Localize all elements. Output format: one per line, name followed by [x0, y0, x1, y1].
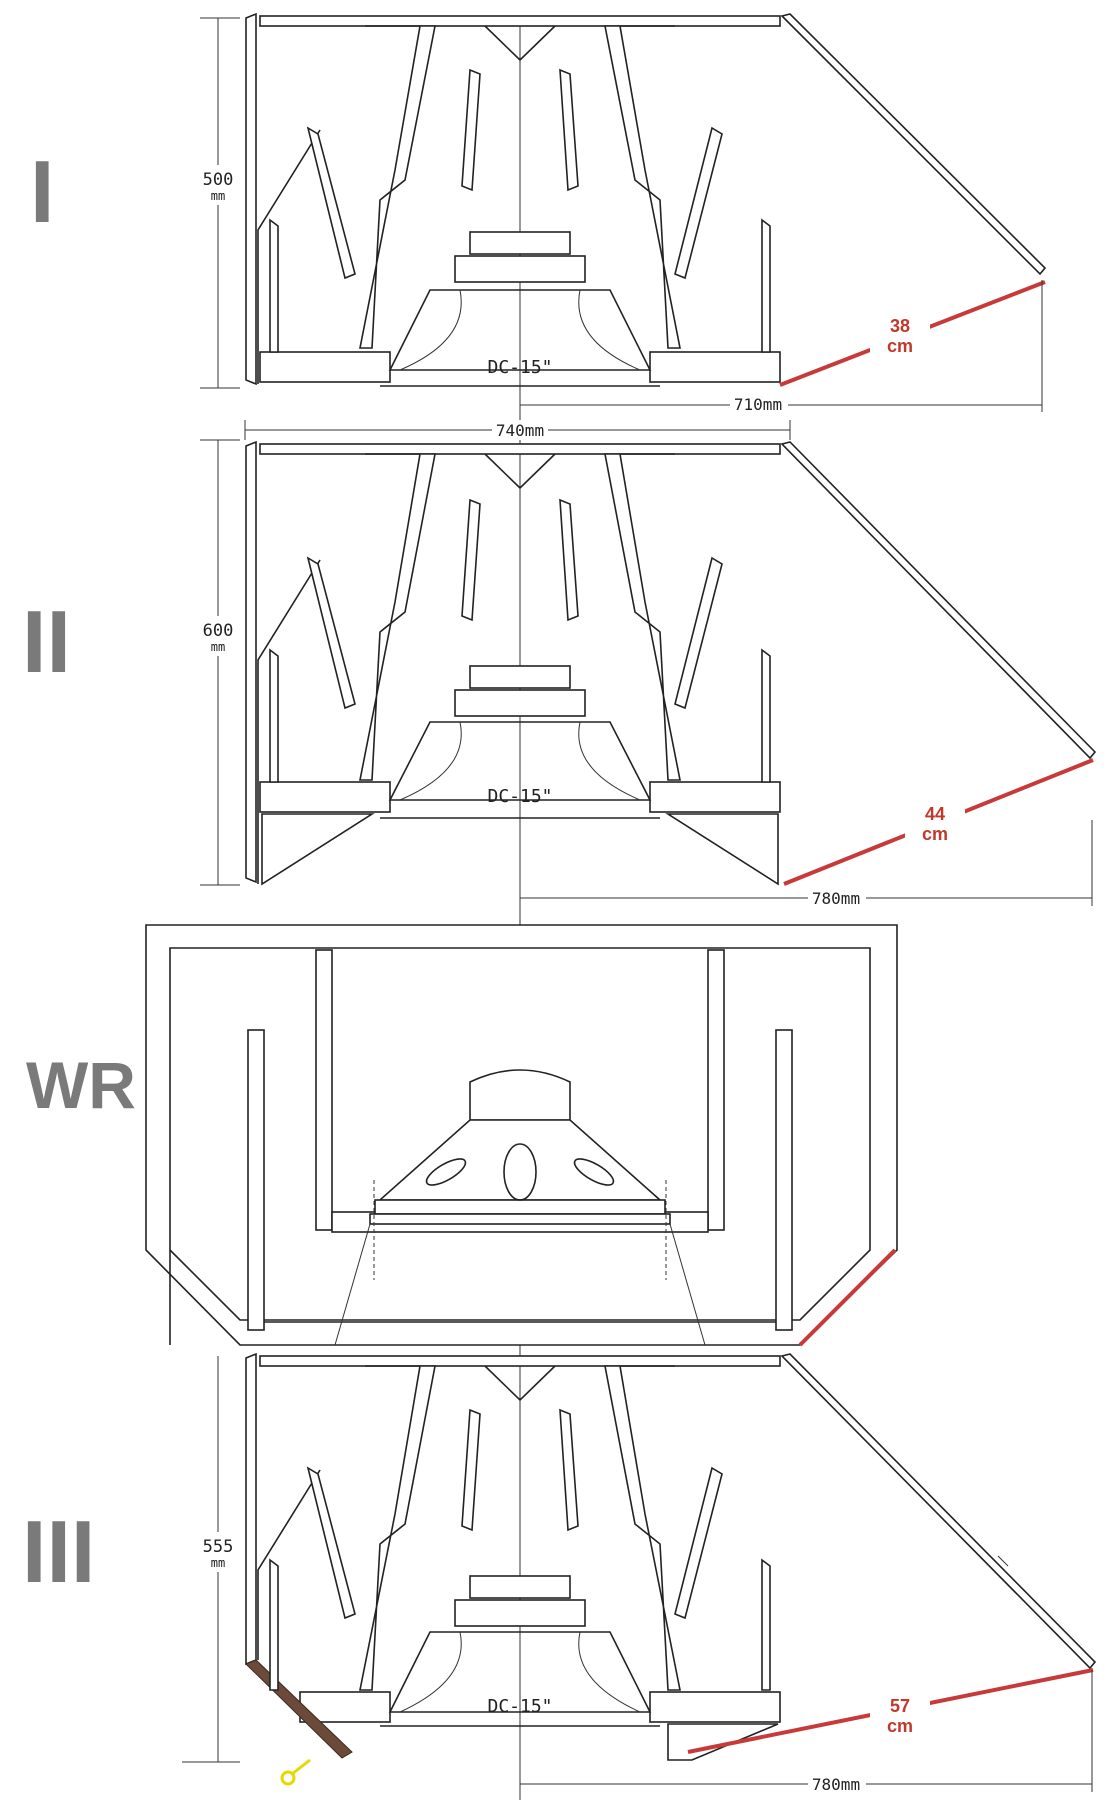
right-block [649, 781, 781, 813]
mouth-panel [780, 1353, 1097, 1670]
left-block [259, 781, 391, 813]
numeral-ii: II [22, 592, 71, 691]
driver-icon [380, 1575, 660, 1727]
mouth-panel [780, 441, 1097, 760]
driver-icon [380, 665, 660, 819]
left-wall [245, 1352, 257, 1666]
section-iii: III 555 mm DC-15" 5 [22, 1352, 1097, 1794]
driver-icon [380, 231, 660, 387]
diagonal-value: 38 [890, 316, 910, 336]
diagonal-line [798, 1248, 897, 1347]
left-block [259, 351, 391, 383]
width-value: 740mm [496, 421, 544, 440]
section-wr: WR [26, 924, 898, 1347]
height-value: 500 [203, 170, 234, 190]
depth-value: 780mm [812, 1775, 860, 1794]
diagonal-value: 44 [925, 804, 945, 824]
height-unit: mm [211, 1556, 225, 1570]
driver-label: DC-15" [487, 357, 552, 378]
numeral-wr: WR [26, 1048, 136, 1122]
diagonal-unit: cm [887, 336, 913, 356]
height-unit: mm [211, 189, 225, 203]
driver-label: DC-15" [487, 1696, 552, 1717]
diagonal-unit: cm [887, 1716, 913, 1736]
section-ii: II 600 mm DC-15" 44 [22, 439, 1097, 908]
height-value: 555 [203, 1537, 234, 1557]
numeral-i: I [30, 142, 54, 241]
key-icon [280, 1758, 311, 1786]
driver-icon [334, 1069, 706, 1346]
left-wall [245, 12, 257, 386]
mouth-panel [780, 13, 1047, 276]
driver-label: DC-15" [487, 786, 552, 807]
top-panel [259, 1355, 781, 1367]
depth-value: 780mm [812, 889, 860, 908]
diagonal-value: 57 [890, 1696, 910, 1716]
section-i: I 500 mm DC-15" [30, 12, 1047, 414]
height-unit: mm [211, 640, 225, 654]
depth-value: 710mm [734, 395, 782, 414]
right-block [649, 1691, 781, 1723]
right-block [649, 351, 781, 383]
width-dimension: 740mm [244, 420, 791, 440]
left-wall [245, 440, 257, 884]
top-panel [259, 443, 781, 455]
top-panel [259, 15, 781, 27]
diagonal-unit: cm [922, 824, 948, 844]
numeral-iii: III [22, 1502, 95, 1601]
height-value: 600 [203, 621, 234, 641]
